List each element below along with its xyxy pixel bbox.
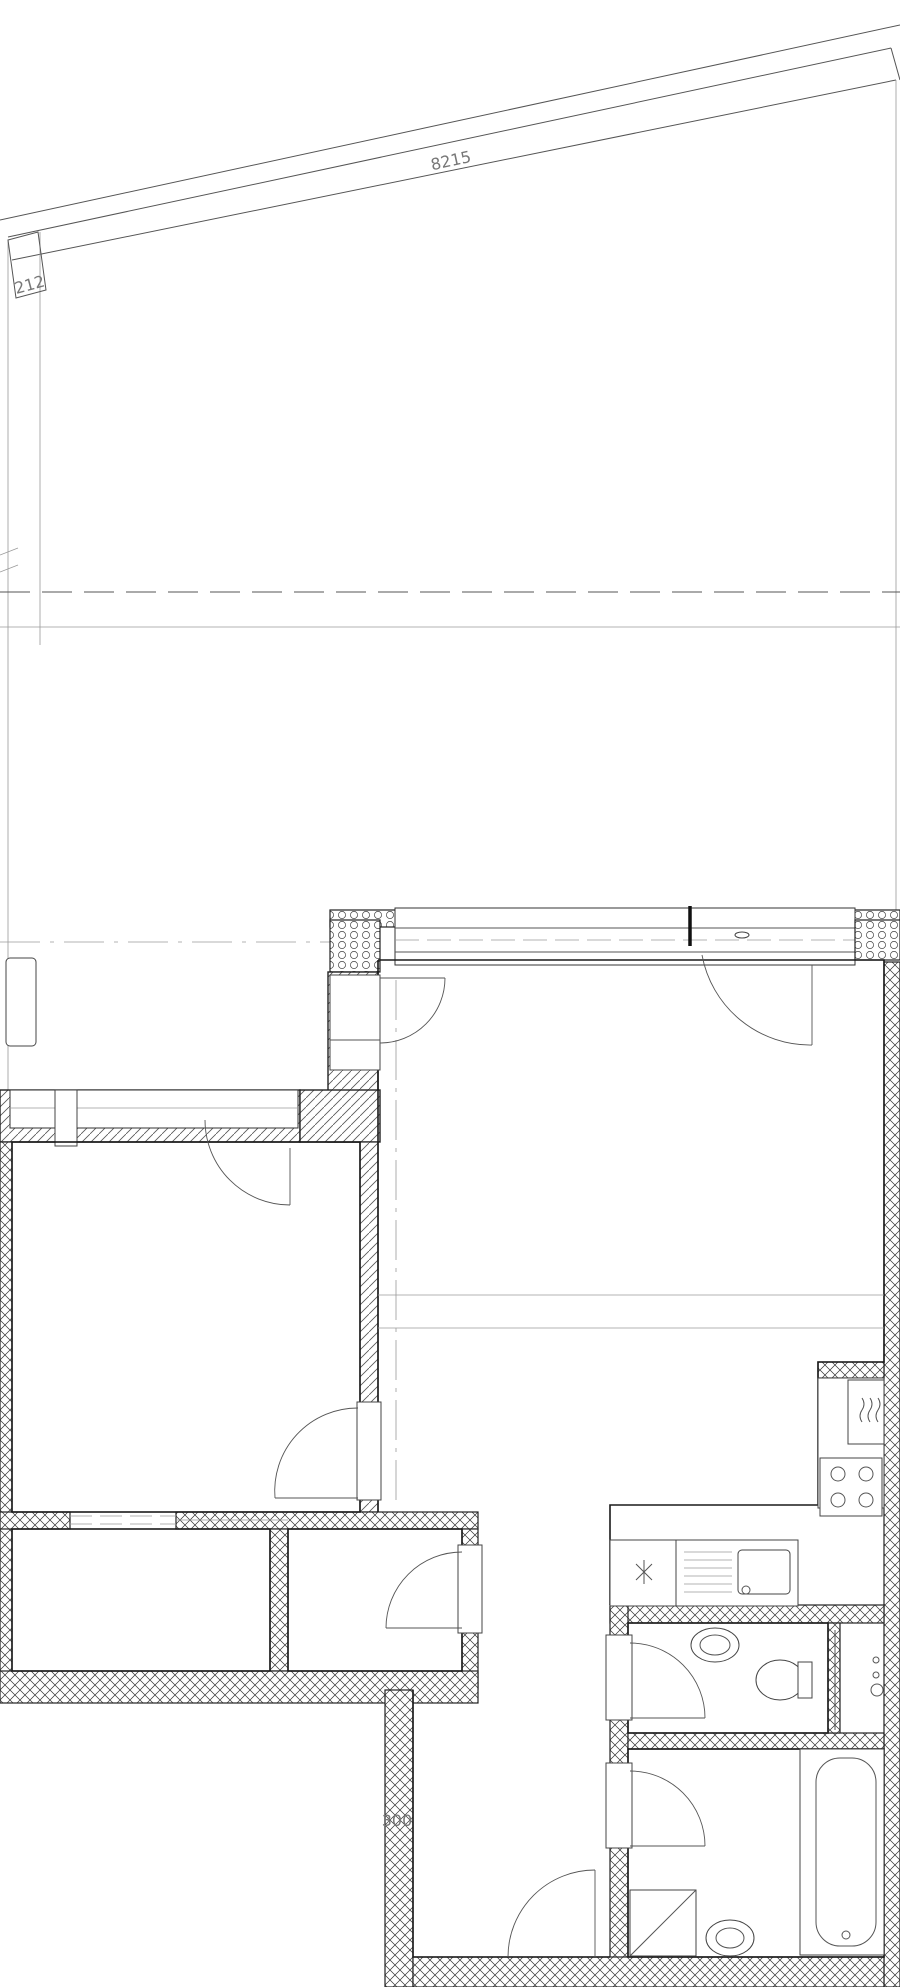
bathtub-icon (799, 1748, 885, 1956)
dimension-roof-overhang: 212 (12, 272, 46, 298)
dimension-label-wall-thickness: 300 (382, 1811, 413, 1830)
walls (0, 961, 900, 1987)
living-room-outline (377, 959, 885, 1605)
dimension-wall-thickness: 300 (382, 1811, 413, 1830)
bathroom-fixtures (629, 1748, 885, 1957)
hallway-outline (412, 1690, 610, 1958)
storage-room-outline (11, 1528, 271, 1672)
wardrobe-door (385, 1544, 483, 1634)
bathroom-door (605, 1762, 706, 1849)
hallway-door (507, 1869, 596, 1958)
dimension-label-roof-overhang: 212 (12, 272, 46, 298)
balcony-door-right (701, 954, 813, 1046)
washbasin-icon (690, 1627, 740, 1663)
bedroom-outline (11, 1141, 361, 1513)
dimension-roof-edge: 8215 (429, 147, 473, 174)
toilet-bowl-icon (755, 1659, 805, 1701)
toilet-fixtures (690, 1627, 884, 1730)
range-hood-icon (847, 1379, 885, 1445)
toilet-door (605, 1634, 706, 1721)
wardrobe-room-outline (287, 1528, 463, 1672)
stopcock-icon (870, 1683, 884, 1697)
cooktop-icon (819, 1457, 883, 1517)
kitchen-fixtures (609, 1377, 885, 1607)
balcony-strip (329, 906, 900, 973)
bedroom-window-door (204, 1119, 291, 1206)
bathroom-washbasin-icon (705, 1919, 755, 1957)
doors (204, 954, 813, 1958)
dimension-label-roof-edge: 8215 (429, 147, 473, 174)
roof-outline (0, 24, 900, 1090)
bedroom-door (274, 1401, 382, 1501)
balcony-door (329, 974, 446, 1071)
